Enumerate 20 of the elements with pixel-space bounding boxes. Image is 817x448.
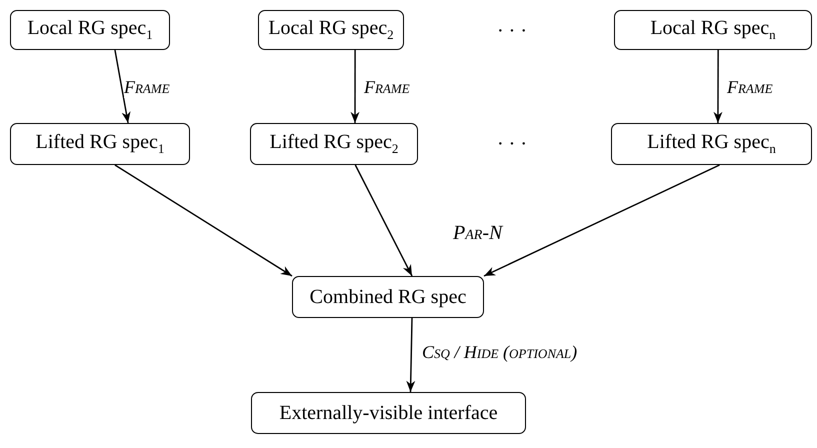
process-box: Local RG spec$_{1}$ [10,10,170,50]
arrow [114,164,292,277]
arrow [713,50,722,123]
arrow [484,164,720,277]
process-box: Local RG spec$_{2}$ [258,10,404,50]
process-box: Externally-visible interface [251,392,526,434]
process-box: Combined RG spec [292,276,484,318]
arrow [406,318,416,392]
process-box: Lifted RG spec$_{2}$ [250,123,418,165]
arrow [354,164,413,276]
rule-label: Par-N [453,222,502,244]
process-box: Lifted RG spec$_{1}$ [10,123,190,165]
arrow [114,50,130,124]
arrow [350,50,360,123]
process-box: Lifted RG spec$_{n}$ [611,123,812,165]
process-box: Local RG spec$_{n}$ [614,10,812,50]
ellipsis: · · · [497,20,527,42]
edge-label: Frame [124,78,170,98]
ellipsis: · · · [497,133,527,155]
edge-label: Csq / Hide (optional) [422,343,578,363]
